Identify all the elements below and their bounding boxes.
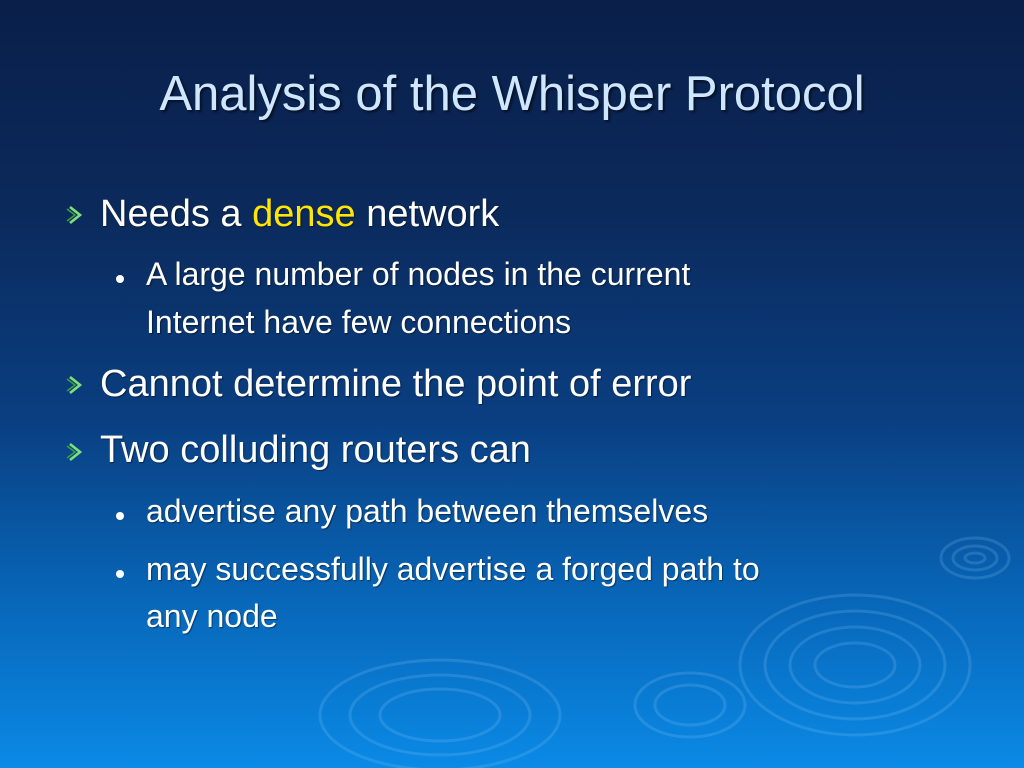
chevron-arrow-icon: [66, 375, 83, 395]
chevron-arrow-icon: [66, 442, 83, 462]
sub-bullet-3-1: advertise any path between themselves: [146, 493, 709, 529]
bullet-2: Cannot determine the point of error: [100, 363, 692, 405]
sub-bullet-1-1-line2: Internet have few connections: [146, 304, 572, 340]
bullet-3: Two colluding routers can: [100, 429, 531, 471]
bullet-1-highlight: dense: [252, 193, 356, 235]
dot-icon: [116, 512, 124, 520]
chevron-arrow-icon: [66, 205, 83, 225]
slide-title: Analysis of the Whisper Protocol: [159, 67, 865, 121]
sub-bullet-1-1-line1: A large number of nodes in the current: [146, 256, 691, 292]
bullet-1: Needs a dense network: [100, 190, 499, 238]
sub-bullet-3-2-line1: may successfully advertise a forged path…: [146, 551, 760, 587]
dot-icon: [116, 275, 124, 283]
sub-bullet-3-2-line2: any node: [146, 598, 278, 634]
bullet-1-post: network: [355, 193, 500, 235]
bullet-1-pre: Needs a: [100, 193, 253, 235]
dot-icon: [116, 570, 124, 578]
